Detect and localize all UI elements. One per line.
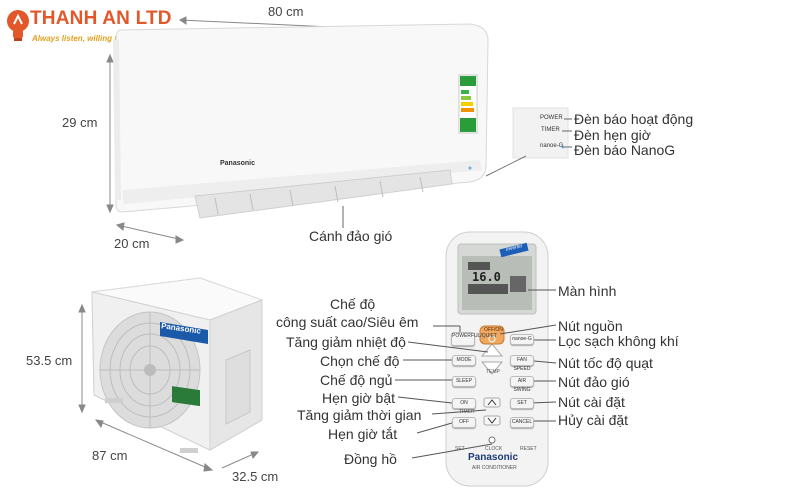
label-power-button: Nút nguồn	[558, 318, 623, 334]
logo	[4, 4, 204, 50]
timer-off-button[interactable]: OFF	[452, 417, 476, 428]
clock-button[interactable]	[487, 435, 497, 445]
dim-indoor-height: 29 cm	[62, 115, 98, 130]
indicator-timer-text: TIMER	[541, 127, 560, 133]
dim-outdoor-height: 53.5 cm	[26, 353, 73, 368]
label-timer-on: Hẹn giờ bật	[322, 390, 396, 406]
label-set-button: Nút cài đặt	[558, 394, 625, 410]
dim-outdoor-depth: 32.5 cm	[232, 469, 279, 484]
dim-indoor-depth: 20 cm	[114, 236, 150, 251]
dim-indoor-width: 80 cm	[268, 4, 304, 19]
lightbulb-icon	[7, 10, 29, 41]
label-sleep: Chế độ ngủ	[320, 372, 393, 388]
remote-brand-label: Panasonic	[468, 452, 519, 463]
timer-set-button[interactable]: SET	[510, 398, 534, 409]
remote-display-value: 16.0	[472, 270, 501, 284]
remote-clock-label: CLOCK	[485, 446, 503, 452]
label-timer-light: Đèn hẹn giờ	[574, 127, 651, 143]
nanoe-button[interactable]: nanoe-G	[510, 334, 534, 345]
timer-cancel-button[interactable]: CANCEL	[510, 417, 534, 428]
fan-speed-button[interactable]: FAN SPEED	[510, 355, 534, 372]
timer-up-button[interactable]	[484, 398, 500, 407]
dim-outdoor-width: 87 cm	[92, 448, 128, 463]
air-swing-button[interactable]: AIR SWING	[510, 376, 534, 393]
label-powerful-line2: công suất cao/Siêu êm	[276, 314, 419, 330]
indoor-brand-label: Panasonic	[220, 160, 256, 167]
timer-down-button[interactable]	[484, 416, 500, 425]
remote-timer-label: TIMER	[459, 409, 475, 415]
label-nanoe-button: Lọc sạch không khí	[558, 333, 679, 349]
remote-temp-label: TEMP	[486, 369, 500, 375]
label-timer-adjust: Tăng giảm thời gian	[297, 407, 422, 423]
remote-model-label: AIR CONDITIONER	[472, 465, 517, 471]
label-clock: Đồng hồ	[344, 451, 397, 467]
label-timer-off: Hẹn giờ tắt	[328, 426, 398, 442]
power-button[interactable]	[480, 326, 504, 344]
indoor-unit	[113, 23, 489, 219]
label-mode: Chọn chế độ	[320, 353, 400, 369]
remote-set-label: SET	[455, 446, 465, 452]
outdoor-unit	[91, 277, 264, 453]
brand-name: THANH AN LTD	[30, 8, 172, 29]
label-louver: Cánh đảo gió	[309, 228, 393, 244]
label-swing-button: Nút đảo gió	[558, 374, 630, 390]
label-power-light: Đèn báo hoạt động	[574, 111, 694, 127]
label-powerful-line1: Chế độ	[330, 296, 376, 312]
sleep-button[interactable]: SLEEP	[452, 376, 476, 387]
label-screen: Màn hình	[558, 283, 617, 299]
label-fan-button: Nút tốc độ quạt	[558, 355, 653, 371]
mode-button[interactable]: MODE	[452, 355, 476, 366]
remote-onoff-text: OFF/ON	[484, 327, 503, 333]
brand-slogan: Always listen, willing to serve	[32, 34, 145, 43]
temp-up-button[interactable]	[482, 344, 502, 356]
label-nanoe-light: Đèn báo NanoG	[574, 142, 676, 158]
indicator-nanoe-text: nanoe-G	[540, 143, 564, 149]
label-cancel-button: Hủy cài đặt	[558, 412, 629, 428]
powerful-quiet-button[interactable]: POWERFUL/QUIET	[451, 332, 497, 346]
remote-reset-label: RESET	[520, 446, 537, 452]
timer-on-button[interactable]: ON	[452, 398, 476, 409]
label-temp: Tăng giảm nhiệt độ	[286, 334, 406, 350]
indicator-power-text: POWER	[540, 115, 563, 121]
